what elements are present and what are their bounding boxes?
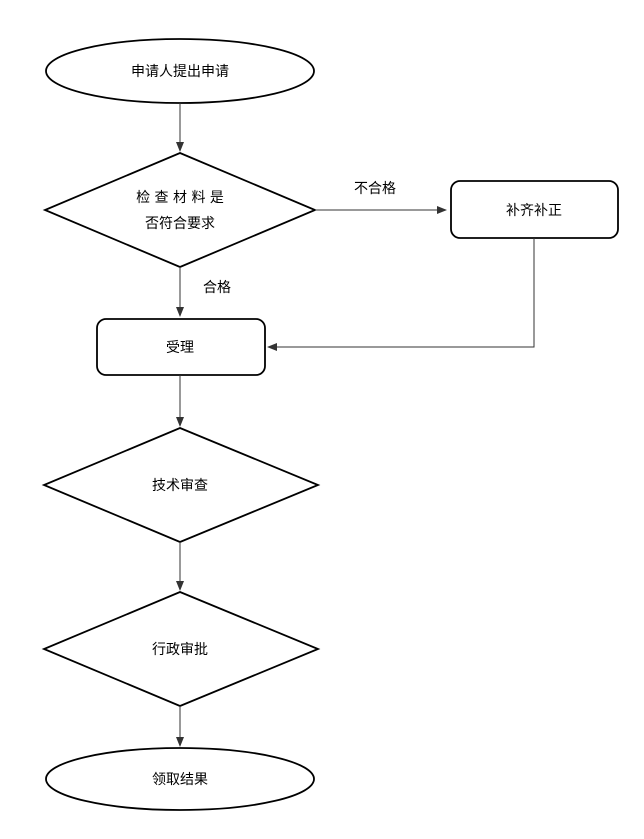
check-materials-decision <box>42 152 318 268</box>
edge-label-pass: 合格 <box>203 280 231 296</box>
end-label: 领取结果 <box>152 772 208 788</box>
admin-approval-label: 行政审批 <box>152 642 208 658</box>
edge-label-fail: 不合格 <box>354 181 396 197</box>
end-node <box>45 747 315 811</box>
start-label: 申请人提出申请 <box>131 64 229 80</box>
check-label-line2: 否符合要求 <box>145 216 215 232</box>
tech-review-label: 技术审查 <box>152 478 208 494</box>
arrow-supplement-to-accept <box>267 238 535 351</box>
accept-node <box>96 318 266 376</box>
check-label-line1: 检 查 材 料 是 <box>136 190 224 206</box>
accept-label: 受理 <box>166 340 194 356</box>
supplement-label: 补齐补正 <box>506 203 562 219</box>
